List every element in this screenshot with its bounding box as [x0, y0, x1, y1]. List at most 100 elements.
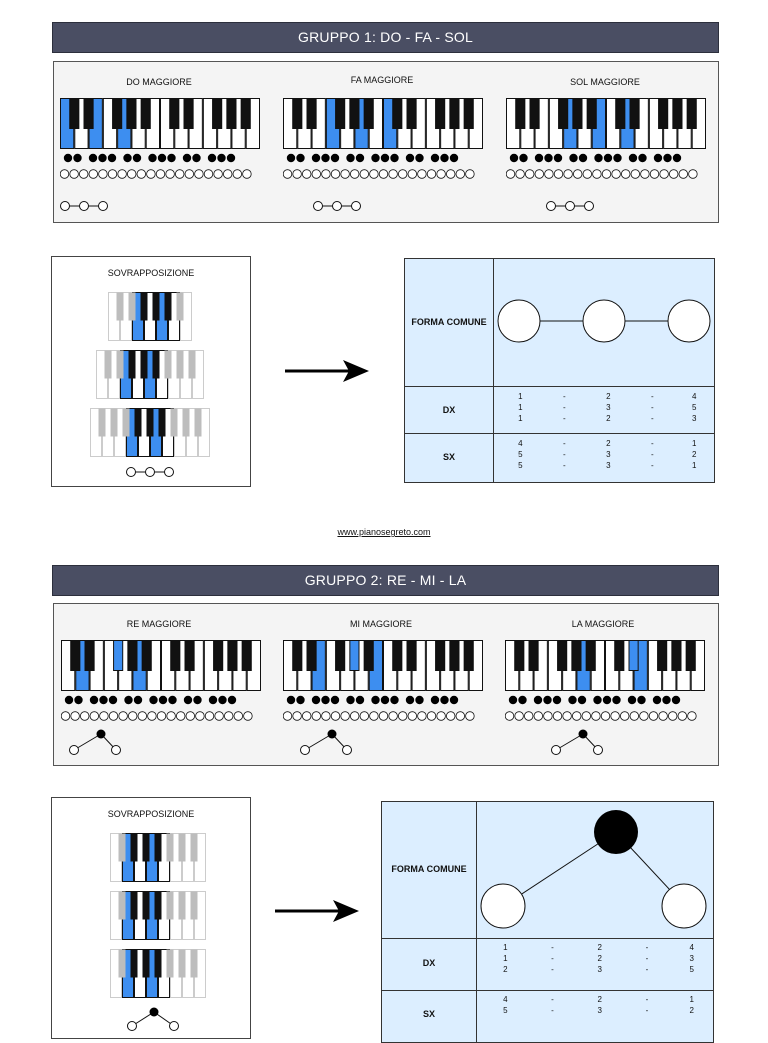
- fingering-number: 1: [518, 392, 523, 401]
- black-key: [685, 640, 696, 671]
- white-key-dot: [137, 711, 148, 721]
- white-key-dot: [369, 711, 379, 721]
- fingering-number: 3: [606, 450, 611, 459]
- black-key-dot: [638, 153, 647, 163]
- fingering-number: 1: [689, 995, 694, 1004]
- chord-title: DO MAGGIORE: [126, 77, 192, 87]
- white-key-dot: [174, 169, 185, 179]
- black-key-dot: [311, 153, 321, 163]
- white-key-dot: [60, 169, 70, 179]
- black-key: [363, 640, 374, 671]
- forma-comune-label: FORMA COMUNE: [411, 317, 487, 327]
- group2-overlap-box: SOVRAPPOSIZIONE: [51, 797, 251, 1039]
- black-key-dot: [346, 695, 355, 705]
- white-key-dot: [591, 711, 601, 721]
- fingering-number: 2: [597, 943, 602, 952]
- arrow-right-icon: [275, 900, 359, 922]
- black-key-dot: [415, 153, 424, 163]
- white-key-dot: [687, 711, 697, 721]
- white-key-dot: [397, 711, 408, 721]
- white-key-dot: [649, 169, 660, 179]
- white-key-dot: [107, 169, 118, 179]
- white-key-dot: [455, 169, 466, 179]
- fingering-number: 1: [503, 943, 508, 952]
- black-key-dot: [296, 695, 305, 705]
- black-key-dot: [552, 695, 562, 705]
- white-key-dot: [340, 711, 350, 721]
- white-key-dot: [630, 169, 641, 179]
- white-key-dot: [195, 711, 205, 721]
- black-key: [166, 833, 174, 862]
- fingering-number: -: [645, 995, 649, 1004]
- black-key-dot: [73, 153, 82, 163]
- black-key: [463, 640, 474, 671]
- white-key-dot: [69, 169, 79, 179]
- black-key: [184, 640, 195, 671]
- black-key: [658, 98, 669, 129]
- triangle-shape-icon: [127, 1007, 179, 1031]
- black-key: [586, 98, 597, 129]
- three-open-circles-shape: [497, 299, 711, 343]
- white-key-dot: [426, 711, 437, 721]
- black-key-dot: [149, 695, 158, 705]
- fingering-number: -: [551, 1006, 554, 1015]
- white-key-dot: [658, 711, 668, 721]
- black-key-dot: [107, 153, 117, 163]
- black-key-dot: [286, 695, 296, 705]
- white-key-dot: [340, 169, 350, 179]
- white-key-dot: [465, 711, 475, 721]
- website-link[interactable]: www.pianosegreto.com: [337, 527, 431, 537]
- white-key-dot: [126, 169, 137, 179]
- white-key-dot: [611, 169, 621, 179]
- triangle-shape-icon: [69, 729, 121, 755]
- chord-title: RE MAGGIORE: [126, 619, 192, 629]
- fingering-number: -: [563, 439, 566, 448]
- fingering-number: 5: [518, 461, 523, 470]
- keyboard-la-maggiore: [505, 640, 705, 721]
- white-key-dot: [243, 711, 253, 721]
- fingering-number: -: [651, 461, 654, 470]
- fingering-number: -: [551, 965, 554, 974]
- overlap-keyboard-2: [96, 350, 204, 399]
- black-key-dot: [405, 695, 415, 705]
- black-key: [226, 98, 237, 129]
- overlap-title: SOVRAPPOSIZIONE: [107, 268, 195, 278]
- black-key: [363, 98, 374, 129]
- fingering-number: -: [651, 392, 654, 401]
- black-key-dot: [405, 153, 415, 163]
- fingering-number: 4: [503, 995, 508, 1004]
- white-key-dot: [242, 169, 252, 179]
- white-key-dot: [146, 169, 156, 179]
- black-key: [306, 640, 317, 671]
- black-key-dot: [613, 153, 622, 163]
- fingering-number: -: [651, 403, 654, 412]
- black-key: [557, 640, 568, 671]
- black-key: [190, 833, 198, 862]
- black-key: [130, 833, 138, 862]
- black-key: [146, 408, 154, 437]
- black-key: [118, 833, 126, 862]
- fingering-number: -: [651, 439, 654, 448]
- white-key-dot: [417, 711, 427, 721]
- group2-chords-panel: RE MAGGIORE MI MAGGIORE LA MAGGIORE: [53, 603, 719, 766]
- white-key-dot: [648, 711, 659, 721]
- white-key-dot: [127, 711, 138, 721]
- black-key-dot: [627, 695, 637, 705]
- white-key-dot: [445, 169, 456, 179]
- black-key-dot: [380, 153, 390, 163]
- black-key: [686, 98, 697, 129]
- white-key-dot: [369, 169, 379, 179]
- white-key-dot: [302, 711, 312, 721]
- white-key-dot: [572, 169, 583, 179]
- black-key: [176, 350, 184, 379]
- white-key-dot: [99, 711, 109, 721]
- white-key-dot: [629, 711, 640, 721]
- black-key: [152, 292, 160, 321]
- triangle-circles-shape: [480, 810, 707, 929]
- black-key: [70, 640, 81, 671]
- white-key-dot: [407, 711, 418, 721]
- white-key-dot: [525, 169, 535, 179]
- fingering-number: 4: [689, 943, 694, 952]
- black-key-dot: [440, 153, 449, 163]
